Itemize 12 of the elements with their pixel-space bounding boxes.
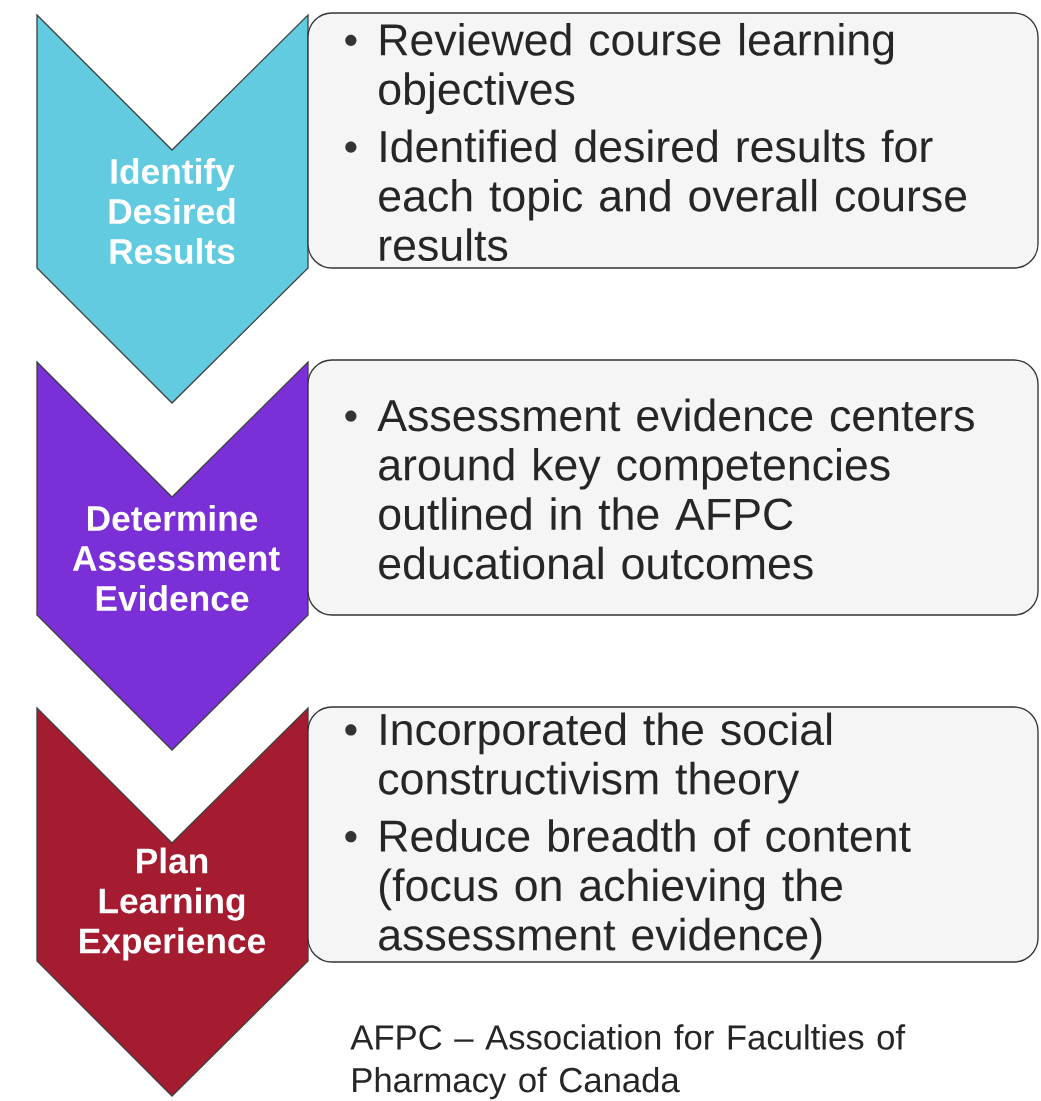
- bullet-item: Reduce breadth of content (focus on achieving the assessment evidence): [345, 819, 911, 960]
- bullet-item: Incorporated the social constructivism theory: [345, 712, 832, 804]
- footnote-text: AFPC – Association for Faculties of Pharmacy of Canada: [350, 1024, 906, 1100]
- text-box: [307, 12, 1039, 269]
- bullet-item: Identified desired results for each topic and overall course results: [345, 129, 967, 262]
- chevron-step: Determine Assessment Evidence: [36, 360, 309, 751]
- bullet-item: Reviewed course learning objectives: [345, 22, 894, 114]
- bullet-item: Assessment evidence centers around key competencies outlined in the AFPC educational outcomes: [345, 398, 974, 580]
- chevron-step: Plan Learning Experience: [36, 706, 309, 1097]
- text-box: [307, 359, 1039, 616]
- text-box: [307, 706, 1039, 963]
- chevron-step: Identify Desired Results: [36, 13, 309, 404]
